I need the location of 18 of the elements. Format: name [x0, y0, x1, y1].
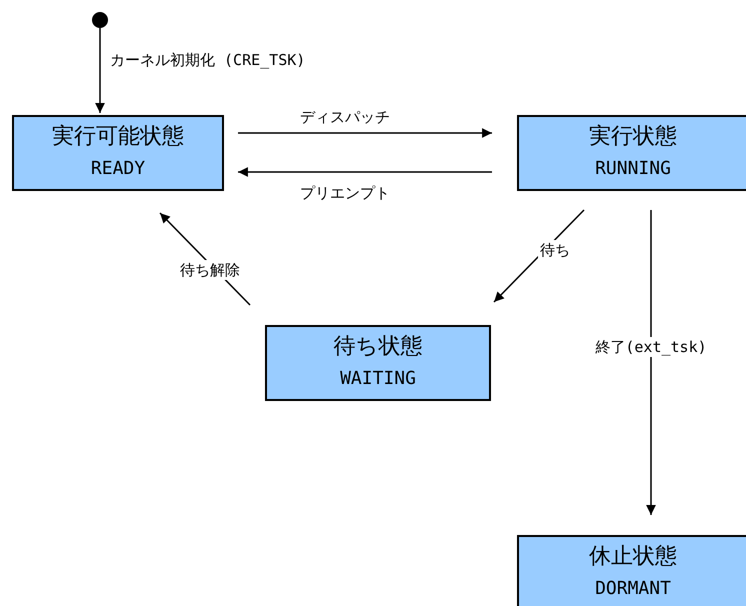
state-name: 休止状態 — [588, 543, 678, 571]
state-code: RUNNING — [594, 157, 672, 181]
state-name: 実行可能状態 — [51, 123, 185, 151]
state-name: 待ち状態 — [332, 333, 424, 361]
state-code: DORMANT — [594, 577, 672, 601]
start-dot — [92, 12, 108, 28]
arrow — [95, 28, 105, 113]
arrow — [238, 128, 492, 138]
state-name: 実行状態 — [588, 123, 678, 151]
edge-label: 待ち解除 — [178, 260, 242, 280]
state-code: WAITING — [339, 367, 417, 391]
arrow — [238, 167, 492, 177]
arrow — [646, 210, 656, 515]
state-box — [265, 325, 491, 401]
state-box — [517, 535, 746, 606]
state-box — [517, 115, 746, 191]
state-box — [12, 115, 224, 191]
state-code: READY — [90, 157, 146, 181]
